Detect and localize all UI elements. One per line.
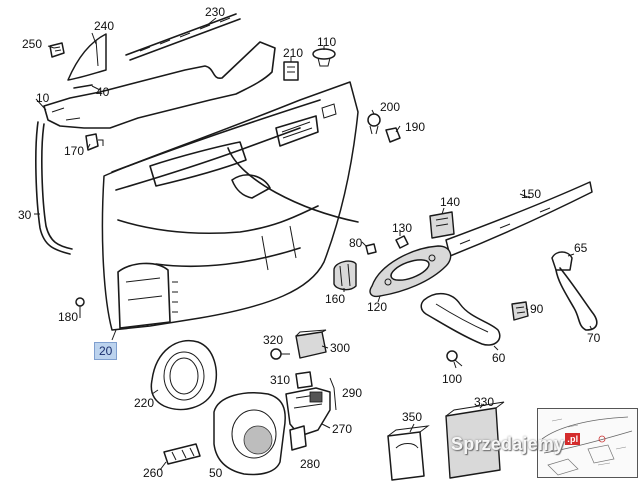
part-10-vapor-barrier	[43, 41, 276, 129]
part-label-260: 260	[143, 466, 164, 480]
part-200-screw	[367, 113, 381, 135]
part-20-door-panel	[101, 81, 359, 331]
part-120-handle-bezel	[369, 245, 452, 298]
part-180-screw	[75, 297, 85, 314]
overview-thumbnail[interactable]	[537, 408, 638, 478]
part-70-pull-handle	[555, 267, 598, 331]
part-350-block	[387, 425, 430, 481]
part-label-70: 70	[587, 331, 601, 345]
part-label-320: 320	[263, 333, 284, 347]
part-160-clip	[333, 260, 357, 291]
part-label-160: 160	[325, 292, 346, 306]
part-label-150: 150	[521, 187, 542, 201]
watermark-tld: .pl	[565, 433, 581, 445]
part-label-290: 290	[342, 386, 363, 400]
part-140-bracket	[429, 211, 455, 239]
part-label-10: 10	[36, 91, 50, 105]
part-label-350: 350	[402, 410, 423, 424]
part-label-300: 300	[330, 341, 351, 355]
part-label-240: 240	[94, 19, 115, 33]
part-label-80: 80	[349, 236, 363, 250]
part-label-100: 100	[442, 372, 463, 386]
part-label-310: 310	[270, 373, 291, 387]
part-label-190: 190	[405, 120, 426, 134]
part-240-mirror-trim	[67, 33, 107, 81]
part-label-30: 30	[18, 208, 32, 222]
part-label-280: 280	[300, 457, 321, 471]
part-label-50: 50	[209, 466, 223, 480]
part-65-bracket	[551, 251, 573, 271]
part-label-20-highlighted[interactable]: 20	[94, 342, 118, 360]
part-280-clip	[289, 425, 307, 451]
part-80-clip	[365, 243, 377, 255]
part-270-bracket	[285, 387, 331, 437]
part-label-270: 270	[332, 422, 353, 436]
part-30-seal-strip	[35, 121, 73, 255]
part-90-clip	[511, 301, 529, 321]
part-320-screw	[270, 348, 290, 360]
part-190-clip	[385, 127, 401, 143]
part-300-block	[295, 329, 327, 359]
part-label-230: 230	[205, 5, 226, 19]
part-40-strip	[73, 84, 93, 89]
part-100-screw	[446, 350, 463, 367]
part-label-40: 40	[96, 85, 110, 99]
part-label-170: 170	[64, 144, 85, 158]
part-130-clip	[395, 235, 409, 249]
part-60-grab-handle	[420, 292, 501, 346]
part-label-65: 65	[574, 241, 588, 255]
part-label-200: 200	[380, 100, 401, 114]
part-50-speaker-grille	[213, 392, 286, 476]
part-290-bracket	[329, 377, 337, 411]
watermark-logo: Sprzedajemy.pl	[451, 433, 581, 455]
overview-thumbnail-drawing	[541, 416, 633, 476]
part-220-speaker-ring	[150, 339, 218, 411]
part-label-90: 90	[530, 302, 544, 316]
part-label-220: 220	[134, 396, 155, 410]
part-label-180: 180	[58, 310, 79, 324]
part-label-330: 330	[474, 395, 495, 409]
part-label-250: 250	[22, 37, 43, 51]
watermark-brand: Sprzedajemy	[451, 434, 565, 454]
part-310-clip	[295, 371, 313, 389]
part-250-clip	[49, 42, 65, 58]
part-210-clip	[283, 61, 299, 81]
leader-lines	[34, 17, 593, 471]
part-230-weatherstrip	[125, 13, 241, 61]
part-label-60: 60	[492, 351, 506, 365]
part-label-110: 110	[317, 35, 337, 49]
part-label-210: 210	[283, 46, 304, 60]
part-260-trim	[163, 443, 201, 465]
part-label-140: 140	[440, 195, 461, 209]
part-label-130: 130	[392, 221, 413, 235]
part-330-block	[445, 401, 505, 479]
part-label-120: 120	[367, 300, 388, 314]
part-150-trim-strip	[445, 181, 593, 257]
part-110-plug	[312, 48, 336, 67]
